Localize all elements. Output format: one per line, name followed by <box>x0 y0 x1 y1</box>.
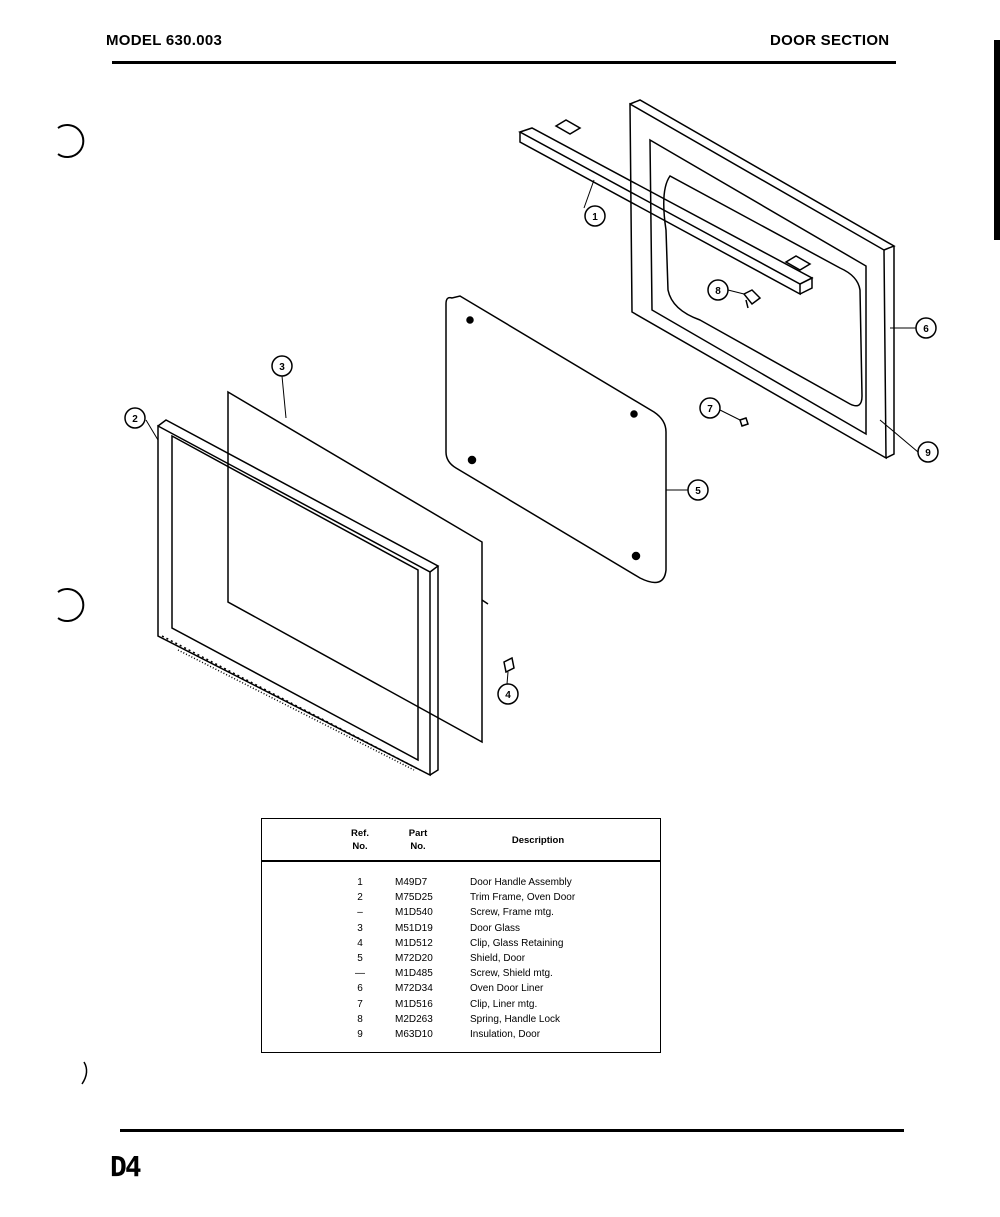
part-cell: M72D20 <box>395 952 433 964</box>
desc-cell: Door Handle Assembly <box>470 877 572 888</box>
description-header: Description <box>511 835 565 846</box>
part-cell: M72D34 <box>395 983 433 995</box>
desc-cell: Screw, Frame mtg. <box>470 907 554 919</box>
glass-clip <box>503 656 515 674</box>
table-row: 6 M72D34 Oven Door Liner <box>262 981 660 996</box>
callout-8: 8 <box>715 286 721 297</box>
desc-cell: Oven Door Liner <box>470 983 544 995</box>
part-cell: M1D485 <box>395 968 433 980</box>
door-glass <box>227 390 489 744</box>
liner-clip <box>739 417 749 427</box>
ref-cell: 7 <box>357 998 363 1010</box>
edge-mark <box>994 40 1000 240</box>
table-row: 7 M1D516 Clip, Liner mtg. <box>262 997 660 1012</box>
table-row: — M1D485 Screw, Shield mtg. <box>262 966 660 981</box>
part-cell: M1D512 <box>395 937 433 949</box>
leader-lines <box>145 179 919 685</box>
part-cell: M49D7 <box>395 877 428 888</box>
callout-2: 2 <box>132 414 138 425</box>
section-title: DOOR SECTION <box>770 32 890 49</box>
ref-cell: 1 <box>357 877 363 888</box>
header-rule <box>112 61 896 64</box>
ref-cell: 2 <box>357 892 363 904</box>
part-cell: M75D25 <box>395 892 433 904</box>
desc-cell: Clip, Liner mtg. <box>470 998 538 1010</box>
table-row: 5 M72D20 Shield, Door <box>262 951 660 966</box>
part-cell: M63D10 <box>395 1028 433 1040</box>
ref-cell: 4 <box>357 937 363 949</box>
door-shield <box>445 295 667 584</box>
margin-mark <box>81 1061 88 1085</box>
parts-table: Ref. No. Part No. Description 1 M49D7 Do… <box>261 818 661 1053</box>
ref-cell: 6 <box>357 983 363 995</box>
callout-circles <box>124 205 939 705</box>
table-row: 2 M75D25 Trim Frame, Oven Door <box>262 890 660 905</box>
callout-1: 1 <box>592 212 598 223</box>
punch-hole-middle <box>57 588 85 622</box>
page-number: D4 <box>110 1150 142 1183</box>
desc-cell: Spring, Handle Lock <box>470 1013 561 1025</box>
table-row: 8 M2D263 Spring, Handle Lock <box>262 1012 660 1027</box>
desc-cell: Screw, Shield mtg. <box>470 968 553 980</box>
table-row: 9 M63D10 Insulation, Door <box>262 1027 660 1042</box>
desc-cell: Clip, Glass Retaining <box>470 937 564 949</box>
part-cell: M1D516 <box>395 998 433 1010</box>
table-header-rule <box>262 860 660 862</box>
callout-3: 3 <box>279 362 285 373</box>
table-row: 3 M51D19 Door Glass <box>262 921 660 936</box>
handle-lock-spring <box>742 289 762 309</box>
callout-7: 7 <box>707 404 713 415</box>
desc-cell: Trim Frame, Oven Door <box>470 892 576 904</box>
part-cell: M51D19 <box>395 922 433 934</box>
desc-cell: Insulation, Door <box>470 1028 541 1040</box>
ref-cell: — <box>355 968 365 980</box>
ref-cell: 3 <box>357 922 363 934</box>
trim-frame <box>157 419 440 777</box>
ref-header-line2: No. <box>352 841 368 852</box>
table-row: 4 M1D512 Clip, Glass Retaining <box>262 936 660 951</box>
part-cell: M2D263 <box>395 1013 433 1025</box>
ref-cell: 5 <box>357 952 363 964</box>
desc-cell: Door Glass <box>470 922 521 934</box>
ref-cell: – <box>357 907 363 919</box>
callout-9: 9 <box>925 448 931 459</box>
footer-rule <box>120 1129 904 1132</box>
part-header-line2: No. <box>410 841 426 852</box>
ref-header-line1: Ref. <box>351 828 369 839</box>
table-row: 1 M49D7 Door Handle Assembly <box>262 875 660 890</box>
table-row: – M1D540 Screw, Frame mtg. <box>262 905 660 920</box>
callout-5: 5 <box>695 486 701 497</box>
desc-cell: Shield, Door <box>470 952 526 964</box>
model-title: MODEL 630.003 <box>106 32 223 49</box>
part-cell: M1D540 <box>395 907 433 919</box>
oven-door-liner <box>629 99 896 460</box>
punch-hole-top <box>57 124 85 158</box>
callout-4: 4 <box>505 690 511 701</box>
ref-cell: 9 <box>357 1028 363 1040</box>
callout-6: 6 <box>923 324 929 335</box>
part-no-header: Part No. <box>398 827 438 853</box>
ref-no-header: Ref. No. <box>342 827 378 853</box>
door-handle <box>518 119 814 296</box>
part-header-line1: Part <box>408 828 428 839</box>
ref-cell: 8 <box>357 1013 363 1025</box>
parts-rows: 1 M49D7 Door Handle Assembly 2 M75D25 Tr… <box>262 875 660 1042</box>
